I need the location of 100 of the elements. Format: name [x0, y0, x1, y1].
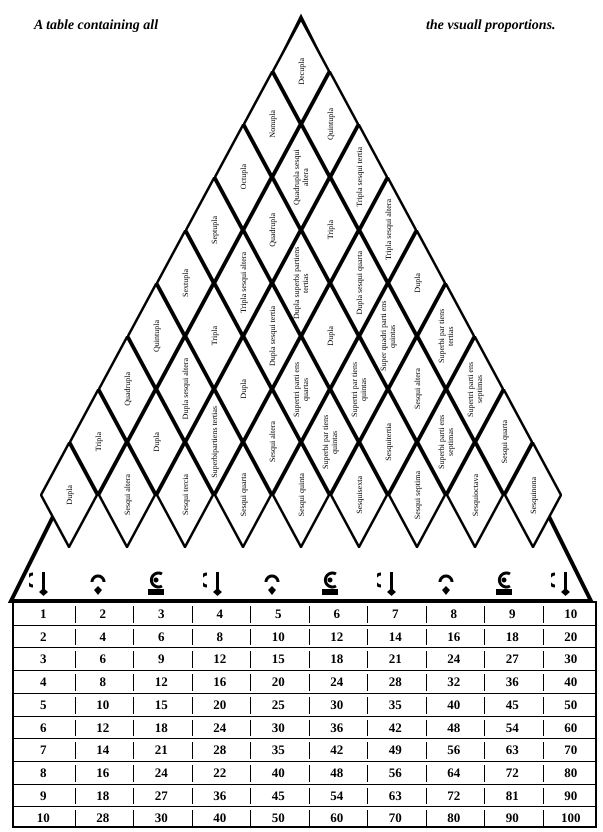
proportion-name: Superbi parti ens septimas [437, 414, 455, 472]
table-cell: 63 [484, 742, 540, 759]
proportion-name: Sextupla [180, 269, 190, 297]
proportion-name: Dupla superbi partiens tertias [292, 246, 310, 320]
table-cell: 60 [308, 810, 364, 827]
proportion-name: Dupla [238, 379, 248, 399]
proportion-name: Sesqui quinta [296, 473, 306, 517]
table-cell: 5 [250, 606, 306, 623]
table-cell: 10 [250, 628, 306, 646]
proportion-name: Tripla sesqui tertia [354, 147, 364, 207]
table-cell: 36 [484, 674, 540, 691]
table-cell: 15 [133, 696, 188, 714]
table-cell: 50 [542, 696, 598, 714]
proportion-name: Quintupla [326, 108, 334, 140]
table-cell: 6 [308, 606, 364, 623]
table-cell-text: 8 [39, 764, 48, 782]
table-cell: 28 [367, 674, 422, 691]
table-cell: 56 [367, 764, 422, 782]
table-cell: 25 [250, 696, 306, 714]
table-cell: 100 [542, 810, 598, 827]
table-cell: 80 [426, 810, 481, 827]
table-cell: 28 [74, 810, 130, 827]
table-cell: 45 [250, 788, 306, 804]
table-cell-text: 7 [39, 742, 48, 759]
table-cell: 70 [542, 742, 598, 759]
table-cell: 48 [426, 720, 481, 736]
table-cell-text: 5 [39, 696, 48, 714]
table-cell: 28 [192, 742, 247, 759]
table-cell: 40 [192, 810, 247, 827]
proportion-name: Decupla [296, 58, 306, 84]
table-cell: 16 [74, 764, 130, 782]
table-cell: 72 [426, 788, 481, 804]
proportion-name: Sesquioctava [470, 474, 480, 516]
proportion-name: Nonupla [268, 110, 276, 138]
table-cell: 42 [367, 720, 422, 736]
table-cell: 49 [367, 742, 422, 759]
proportion-name: Quadrupla [268, 213, 276, 247]
table-cell: 6 [74, 651, 130, 668]
table-cell: 18 [133, 720, 188, 736]
table-cell: 9 [133, 651, 188, 668]
table-cell: 30 [308, 696, 364, 714]
table-cell-text: 9 [39, 788, 48, 804]
table-cell: 6 [133, 628, 188, 646]
table-cell: 3 [133, 606, 188, 623]
table-cell-text: 10 [36, 810, 51, 827]
table-cell: 64 [426, 764, 481, 782]
table-cell: 70 [367, 810, 422, 827]
table-cell: 8 [74, 674, 130, 691]
table-cell: 60 [542, 720, 598, 736]
table-cell: 20 [542, 628, 598, 646]
table-cell: 4 [192, 606, 247, 623]
table-cell: 18 [74, 788, 130, 804]
heading-text: A table containing all [34, 18, 158, 34]
table-cell: 12 [133, 674, 188, 691]
proportion-name: Sesqui tercia [180, 474, 190, 516]
table-cell: 42 [308, 742, 364, 759]
proportion-name: Tripla [326, 220, 334, 240]
table-cell: 14 [367, 628, 422, 646]
table-cell: 16 [426, 628, 481, 646]
table-cell: 30 [250, 720, 306, 736]
table-cell: 54 [308, 788, 364, 804]
table-cell: 14 [74, 742, 130, 759]
table-cell: 40 [250, 764, 306, 782]
proportion-name: Dupla [326, 326, 334, 346]
table-cell: 32 [426, 674, 481, 691]
table-cell: 24 [426, 651, 481, 668]
proportion-name: Tripla sesqui altera [384, 199, 392, 261]
proportion-name: Dupla [64, 485, 74, 505]
proportion-name: Tripla [210, 326, 218, 346]
table-cell-text: 2 [39, 628, 48, 646]
table-cell: 24 [308, 674, 364, 691]
proportion-name: Tripla sesqui altera [238, 252, 248, 314]
table-cell: 36 [192, 788, 247, 804]
proportion-name: Dupla sesqui altera [180, 358, 190, 420]
proportion-name: Supertri par tiens quintas [350, 360, 368, 419]
table-cell: 20 [192, 696, 247, 714]
proportion-name: Dupla sesqui tertia [268, 306, 276, 366]
table-cell: 4 [74, 628, 130, 646]
proportion-name: Tripla [94, 432, 102, 452]
table-cell-text: 6 [39, 720, 48, 736]
table-cell: 35 [250, 742, 306, 759]
table-cell: 9 [484, 606, 540, 623]
table-cell: 30 [133, 810, 188, 827]
table-cell: 18 [484, 628, 540, 646]
table-cell: 63 [367, 788, 422, 804]
proportion-name: Super quadri parti ens quintas [379, 300, 397, 373]
table-cell: 18 [308, 651, 364, 668]
table-cell: 72 [484, 764, 540, 782]
table-cell-text: 1 [39, 606, 48, 623]
heading-text: the vsuall proportions. [426, 18, 556, 34]
table-cell: 30 [542, 651, 598, 668]
table-cell: 35 [367, 696, 422, 714]
proportion-name: Sesqui quarta [238, 473, 248, 517]
table-cell: 45 [484, 696, 540, 714]
proportion-name: Quadrupla sesqui altera [292, 148, 310, 207]
table-cell-text: 3 [39, 651, 48, 668]
proportion-name: Sesqui septima [412, 470, 422, 520]
table-cell: 12 [192, 651, 247, 668]
table-cell: 80 [542, 764, 598, 782]
table-cell: 21 [133, 742, 188, 759]
